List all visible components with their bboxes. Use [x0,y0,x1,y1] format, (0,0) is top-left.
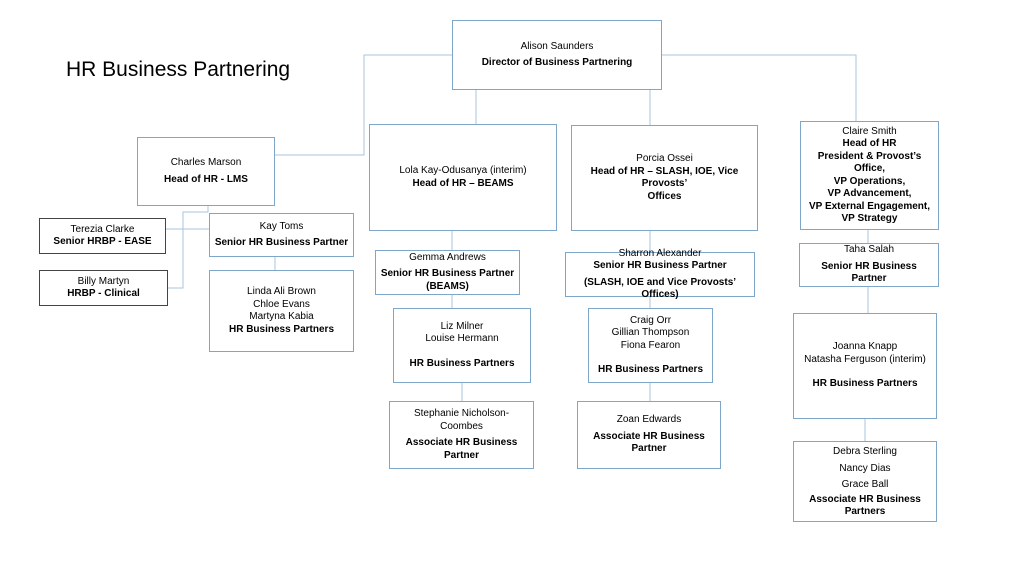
beams-team-member: Liz Milner [440,320,484,332]
claire-role-line: VP External Engagement, [809,200,930,212]
vp-team-member: Natasha Ferguson (interim) [804,353,926,365]
billy-box: Billy Martyn HRBP - Clinical [39,270,168,306]
lola-box: Lola Kay-Odusanya (interim) Head of HR –… [369,124,557,231]
gemma-name: Gemma Andrews [409,251,486,263]
vp-assoc-member: Grace Ball [841,479,889,491]
terezia-name: Terezia Clarke [70,223,135,235]
beams-team-role: HR Business Partners [409,357,515,369]
claire-role-line: VP Advancement, [827,188,912,199]
gemma-box: Gemma Andrews Senior HR Business Partner… [375,250,520,295]
claire-role-line: VP Strategy [841,213,898,224]
taha-name: Taha Salah [843,244,895,256]
charles-name: Charles Marson [170,157,242,168]
kay-box: Kay Toms Senior HR Business Partner [209,213,354,257]
director-box: Alison Saunders Director of Business Par… [452,20,662,90]
lms-team-member: Chloe Evans [253,298,310,310]
claire-box: Claire Smith Head of HR President & Prov… [800,121,939,230]
porcia-name: Porcia Ossei [636,153,693,164]
slash-team-member: Fiona Fearon [620,339,681,351]
terezia-role: Senior HRBP - EASE [53,236,152,247]
director-name: Alison Saunders [520,40,594,52]
vp-assoc-role-line: Associate HR Business [809,493,921,505]
vp-team-member: Joanna Knapp [832,341,898,353]
lms-team-role: HR Business Partners [228,323,335,335]
gemma-role-line: Senior HR Business Partner [380,268,515,280]
sharron-role: Senior HR Business Partner [593,260,727,271]
stephanie-role: Associate HR Business Partner [405,437,518,461]
vp-assoc-member: Nancy Dias [839,462,891,474]
terezia-box: Terezia Clarke Senior HRBP - EASE [39,218,166,254]
slash-team-role: HR Business Partners [597,364,704,375]
charles-box: Charles Marson Head of HR - LMS [137,137,275,206]
kay-role: Senior HR Business Partner [214,237,349,248]
sharron-role-scope: (SLASH, IOE and Vice Provosts’ Offices) [583,276,737,301]
porcia-role-line: Offices [647,190,682,202]
lms-team-member: Martyna Kabia [249,311,314,322]
vp-assoc-box: Debra Sterling Nancy Dias Grace Ball Ass… [793,441,937,522]
porcia-box: Porcia Ossei Head of HR – SLASH, IOE, Vi… [571,125,758,231]
page-title: HR Business Partnering [66,58,291,81]
lms-team-member: Linda Ali Brown [247,286,316,297]
zoan-role: Associate HR Business Partner [593,430,705,455]
kay-name: Kay Toms [259,220,304,232]
claire-role-line: Head of HR [842,138,897,149]
slash-team-member: Gillian Thompson [611,327,690,338]
gemma-role-line: (BEAMS) [426,280,469,292]
billy-name: Billy Martyn [77,275,130,287]
zoan-box: Zoan Edwards Associate HR Business Partn… [577,401,721,469]
taha-box: Taha Salah Senior HR Business Partner [799,243,939,287]
vp-team-role: HR Business Partners [812,378,918,390]
slash-team-member: Craig Orr [629,314,672,326]
vp-assoc-member: Debra Sterling [833,446,897,458]
billy-role: HRBP - Clinical [67,288,140,299]
zoan-name: Zoan Edwards [616,414,682,426]
sharron-name: Sharron Alexander [618,247,702,259]
vp-team-box: Joanna Knapp Natasha Ferguson (interim) … [793,313,937,419]
claire-role-line: President & Provost’s Office, [817,150,922,175]
claire-role-line: VP Operations, [833,175,906,187]
slash-team-box: Craig Orr Gillian Thompson Fiona Fearon … [588,308,713,383]
stephanie-box: Stephanie Nicholson-Coombes Associate HR… [389,401,534,469]
lms-team-box: Linda Ali Brown Chloe Evans Martyna Kabi… [209,270,354,352]
vp-assoc-role-line: Partners [844,506,886,518]
charles-role: Head of HR - LMS [164,173,248,185]
sharron-box: Sharron Alexander Senior HR Business Par… [565,248,755,300]
taha-role: Senior HR Business Partner [821,260,917,285]
beams-team-box: Liz Milner Louise Hermann HR Business Pa… [393,308,531,383]
stephanie-name: Stephanie Nicholson-Coombes [413,408,510,432]
porcia-role-line: Head of HR – SLASH, IOE, Vice Provosts’ [590,165,739,190]
beams-team-member: Louise Hermann [425,333,499,345]
lola-role: Head of HR – BEAMS [412,177,514,189]
claire-name: Claire Smith [842,125,897,137]
lola-name: Lola Kay-Odusanya (interim) [399,165,527,176]
director-role: Director of Business Partnering [481,57,633,68]
